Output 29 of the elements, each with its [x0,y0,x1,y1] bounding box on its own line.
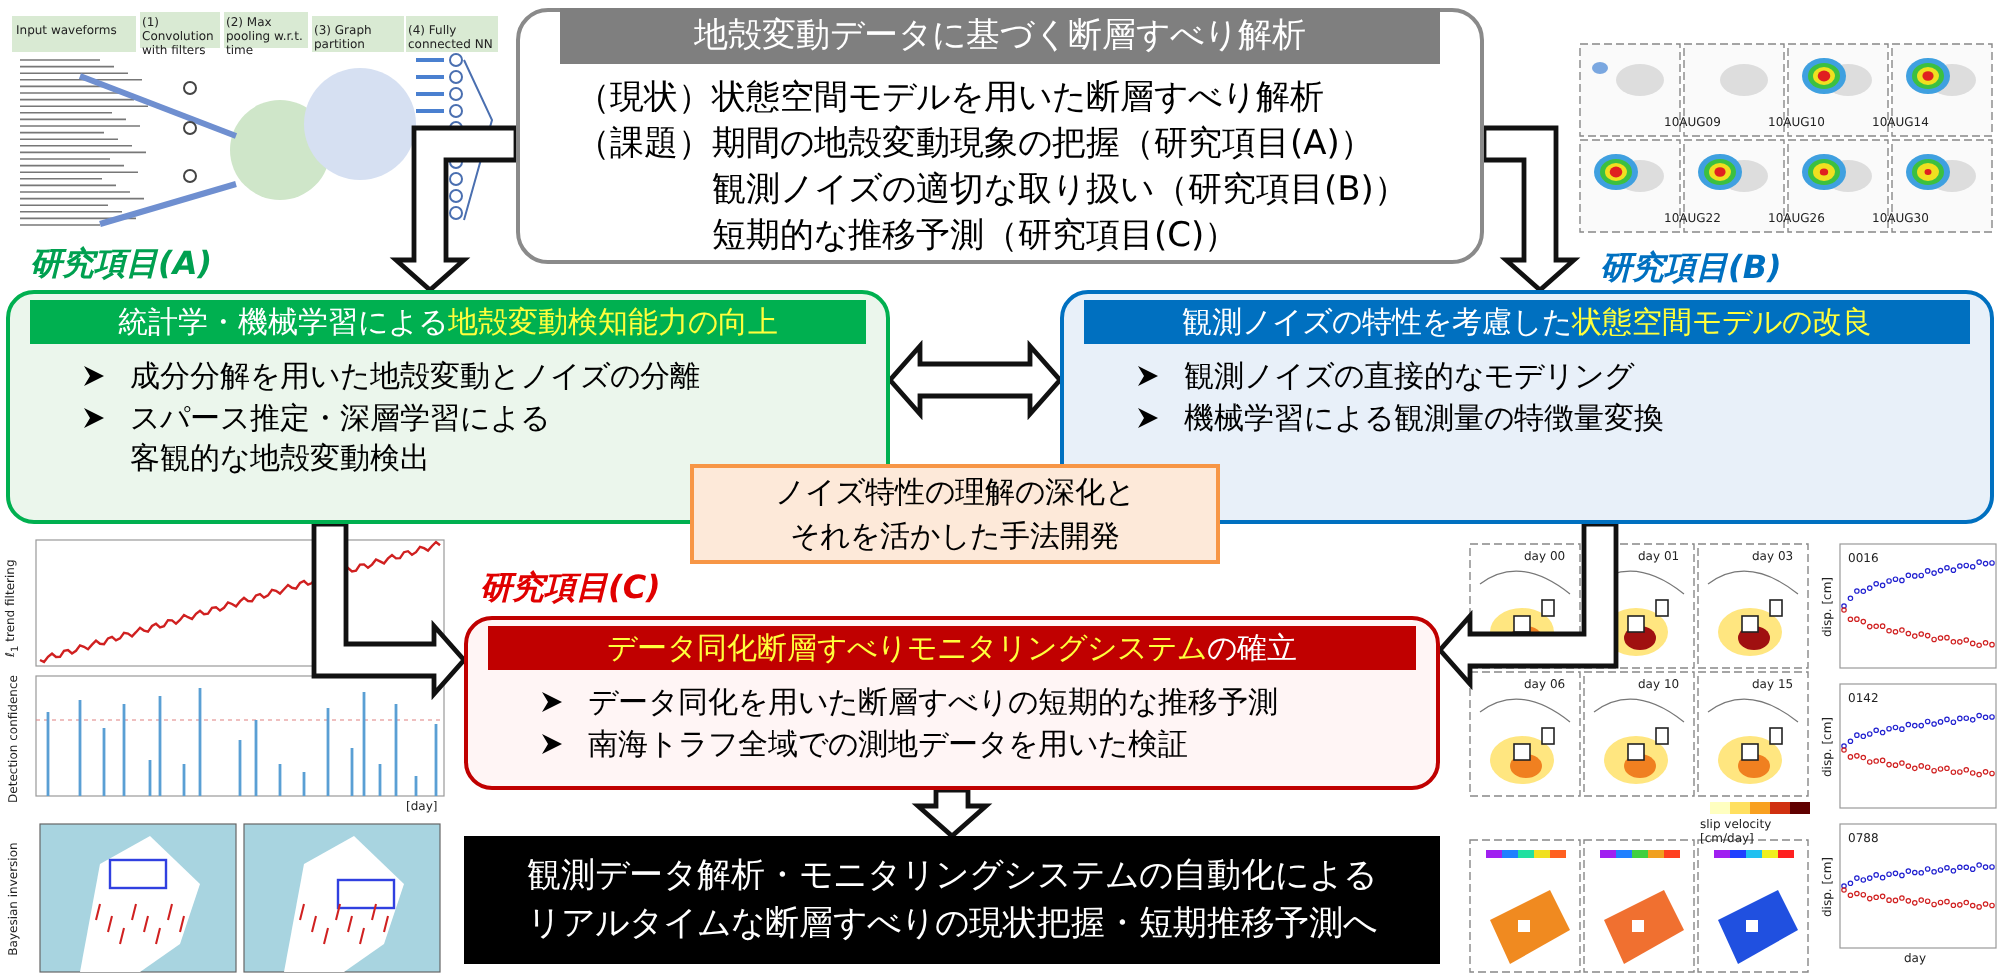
body-text: （現状）状態空間モデルを用いた断層すべり解析 [576,76,1324,120]
bullet-item: データ同化を用いた断層すべりの短期的な推移予測 [588,682,1278,722]
heading-banner: 観測ノイズの特性を考慮した状態空間モデルの改良 [1084,300,1970,344]
body-text: 短期的な推移予測（研究項目(C)） [712,214,1239,258]
body-text: （課題）期間の地殻変動現象の把握（研究項目(A)） [576,122,1374,166]
hollow-arrow [389,125,519,294]
box-text: ノイズ特性の理解の深化とそれを活かした手法開発 [773,472,1137,558]
section-label: 研究項目(A) [30,244,213,286]
section-label: 研究項目(B) [1600,248,1782,290]
info-box [516,8,1484,264]
heading-banner: データ同化断層すべりモニタリングシステムの確立 [488,626,1416,670]
box-text: 観測データ解析・モニタリングシステムの自動化によるリアルタイムな断層すべりの現状把握・短期推移予測へ [525,854,1379,948]
text-box [690,464,1220,564]
bullet-item: スパース推定・深層学習による客観的な地殻変動検出 [130,398,552,478]
heading-banner: 統計学・機械学習による地殻変動検知能力の向上 [30,300,866,344]
section-box [464,616,1440,790]
hollow-arrow [886,339,1064,421]
hollow-arrow [1481,125,1581,294]
title-banner: 地殻変動データに基づく断層すべり解析 [560,8,1440,64]
text-box [464,836,1440,964]
bullet-item: 観測ノイズの直接的なモデリング [1184,356,1634,396]
section-label: 研究項目(C) [480,568,661,610]
bullet-item: 南海トラフ全域での測地データを用いた検証 [588,724,1188,764]
hollow-arrow [911,787,993,840]
body-text: 観測ノイズの適切な取り扱い（研究項目(B)） [712,168,1408,212]
bullet-item: 機械学習による観測量の特徴量変換 [1184,398,1664,438]
hollow-arrow [311,521,468,701]
bullet-item: 成分分解を用いた地殻変動とノイズの分離 [130,356,700,396]
hollow-arrow [1436,521,1619,691]
